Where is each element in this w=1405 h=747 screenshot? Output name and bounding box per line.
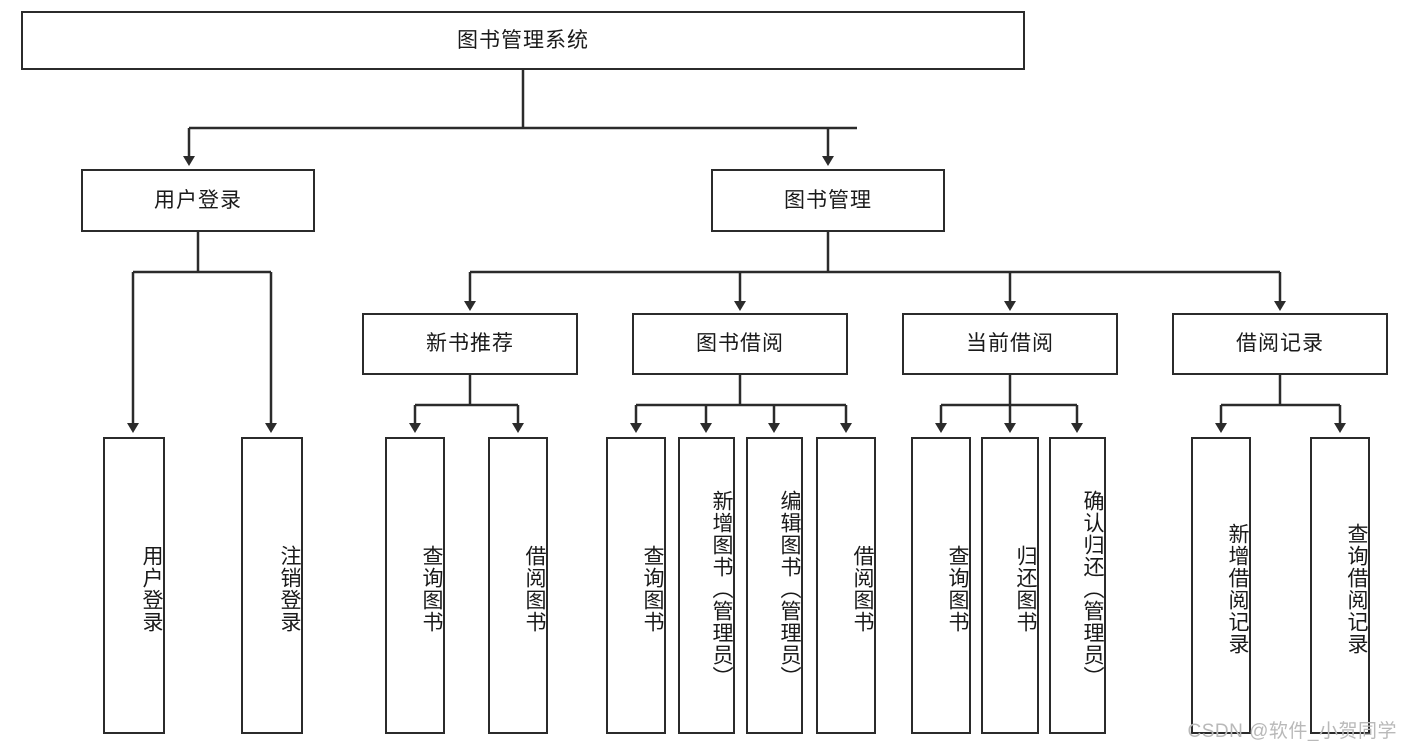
node-label: 注销登录 xyxy=(278,544,301,633)
node-label: 用户登录 xyxy=(140,544,163,633)
node-label: 查询借阅记录 xyxy=(1345,522,1368,655)
node-label: 新增图书（管理员） xyxy=(710,489,733,688)
node-label: 借阅图书 xyxy=(851,544,874,633)
leaf-user-login-signout[interactable]: 注销登录 xyxy=(241,437,303,734)
node-label: 用户登录 xyxy=(154,188,242,212)
node-book-borrow[interactable]: 图书借阅 xyxy=(632,313,848,375)
node-root-system[interactable]: 图书管理系统 xyxy=(21,11,1025,70)
node-label: 查询图书 xyxy=(946,544,969,633)
leaf-borrow-record-add[interactable]: 新增借阅记录 xyxy=(1191,437,1251,734)
node-label: 当前借阅 xyxy=(966,332,1054,356)
leaf-new-book-borrow[interactable]: 借阅图书 xyxy=(488,437,548,734)
node-new-book-recommend[interactable]: 新书推荐 xyxy=(362,313,578,375)
node-label: 查询图书 xyxy=(420,544,443,633)
node-label: 借阅记录 xyxy=(1236,332,1324,356)
node-label: 借阅图书 xyxy=(523,544,546,633)
node-label: 归还图书 xyxy=(1014,544,1037,633)
node-label: 查询图书 xyxy=(641,544,664,633)
leaf-new-book-query[interactable]: 查询图书 xyxy=(385,437,445,734)
node-label: 新增借阅记录 xyxy=(1226,522,1249,655)
leaf-borrow-record-query[interactable]: 查询借阅记录 xyxy=(1310,437,1370,734)
leaf-current-borrow-return[interactable]: 归还图书 xyxy=(981,437,1039,734)
node-label: 新书推荐 xyxy=(426,332,514,356)
node-book-management[interactable]: 图书管理 xyxy=(711,169,945,232)
leaf-current-borrow-confirm[interactable]: 确认归还（管理员） xyxy=(1049,437,1106,734)
node-label: 图书管理 xyxy=(784,188,872,212)
node-current-borrow[interactable]: 当前借阅 xyxy=(902,313,1118,375)
csdn-watermark: CSDN @软件_小贺同学 xyxy=(1187,721,1397,742)
leaf-current-borrow-query[interactable]: 查询图书 xyxy=(911,437,971,734)
node-label: 图书借阅 xyxy=(696,332,784,356)
node-borrow-record[interactable]: 借阅记录 xyxy=(1172,313,1388,375)
node-label: 确认归还（管理员） xyxy=(1081,489,1104,688)
leaf-book-borrow-lend[interactable]: 借阅图书 xyxy=(816,437,876,734)
leaf-book-borrow-add[interactable]: 新增图书（管理员） xyxy=(678,437,735,734)
leaf-book-borrow-edit[interactable]: 编辑图书（管理员） xyxy=(746,437,803,734)
node-label: 图书管理系统 xyxy=(457,28,589,52)
leaf-user-login-signin[interactable]: 用户登录 xyxy=(103,437,165,734)
node-user-login[interactable]: 用户登录 xyxy=(81,169,315,232)
leaf-book-borrow-query[interactable]: 查询图书 xyxy=(606,437,666,734)
node-label: 编辑图书（管理员） xyxy=(778,489,801,688)
